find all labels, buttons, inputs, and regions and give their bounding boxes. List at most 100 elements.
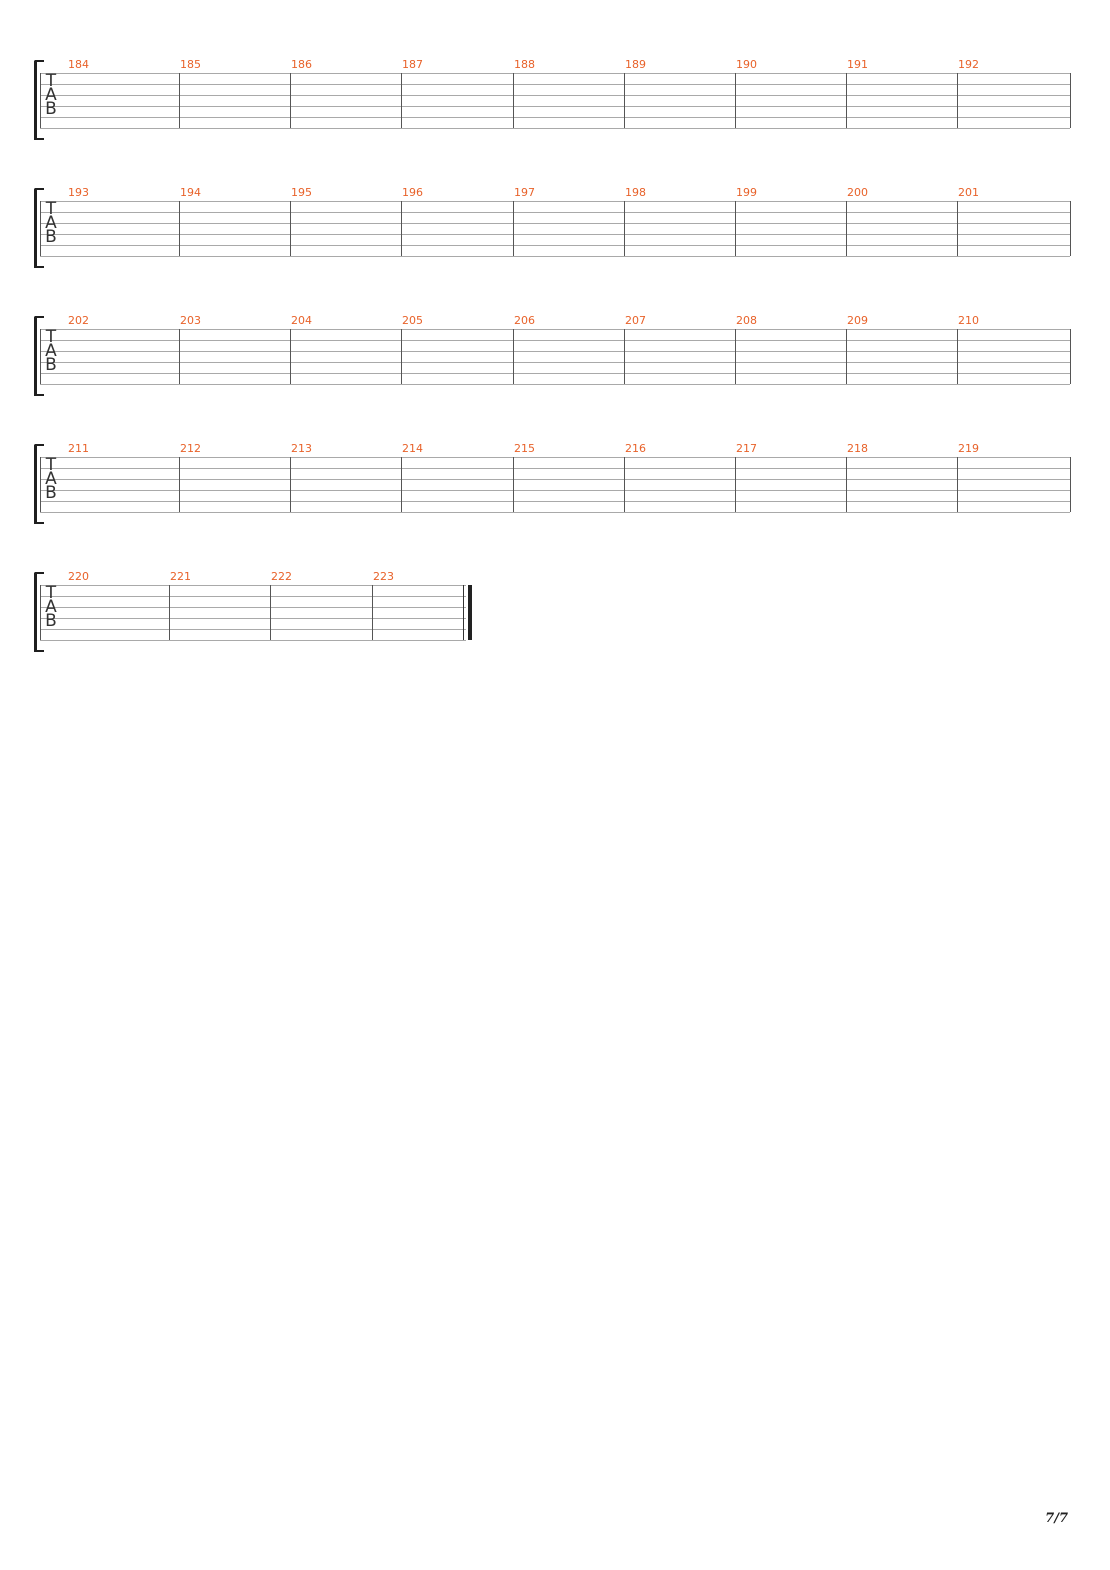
barline — [270, 585, 271, 640]
staff-string-line — [40, 234, 1070, 235]
staff-string-line — [40, 362, 1070, 363]
measure-number: 196 — [402, 186, 423, 199]
measure-number: 217 — [736, 442, 757, 455]
barline — [290, 73, 291, 128]
staff-string-line — [40, 95, 1070, 96]
barline — [179, 73, 180, 128]
staff-string-line — [40, 373, 1070, 374]
staff-string-line — [40, 501, 1070, 502]
tab-clef-letter: T — [45, 199, 57, 219]
staff-string-line — [40, 607, 466, 608]
barline — [513, 73, 514, 128]
staff-string-line — [40, 128, 1070, 129]
final-barline-thick — [468, 585, 472, 640]
barline — [846, 201, 847, 256]
measure-number: 215 — [514, 442, 535, 455]
barline — [846, 73, 847, 128]
barline — [40, 201, 41, 256]
measure-number: 219 — [958, 442, 979, 455]
measure-number: 184 — [68, 58, 89, 71]
barline — [290, 329, 291, 384]
measure-number: 192 — [958, 58, 979, 71]
staff-string-line — [40, 223, 1070, 224]
measure-number: 210 — [958, 314, 979, 327]
measure-number: 202 — [68, 314, 89, 327]
barline — [957, 457, 958, 512]
staff-string-line — [40, 212, 1070, 213]
barline — [513, 457, 514, 512]
barline — [372, 585, 373, 640]
measure-number: 207 — [625, 314, 646, 327]
barline — [624, 73, 625, 128]
measure-number: 194 — [180, 186, 201, 199]
measure-number: 208 — [736, 314, 757, 327]
staff-string-line — [40, 629, 466, 630]
staff-string-line — [40, 245, 1070, 246]
barline — [735, 201, 736, 256]
barline — [957, 201, 958, 256]
measure-number: 206 — [514, 314, 535, 327]
staff-string-line — [40, 329, 1070, 330]
barline — [957, 73, 958, 128]
system-bracket — [34, 60, 44, 140]
staff-string-line — [40, 512, 1070, 513]
barline — [401, 329, 402, 384]
measure-number: 201 — [958, 186, 979, 199]
staff-string-line — [40, 618, 466, 619]
tab-clef-letter: T — [45, 327, 57, 347]
measure-number: 197 — [514, 186, 535, 199]
tab-clef-letter: B — [45, 355, 57, 375]
tab-clef-letter: A — [45, 213, 57, 233]
tab-clef-letter: B — [45, 483, 57, 503]
staff-string-line — [40, 106, 1070, 107]
barline — [179, 329, 180, 384]
tab-clef-letter: T — [45, 71, 57, 91]
measure-number: 189 — [625, 58, 646, 71]
measure-number: 212 — [180, 442, 201, 455]
staff-string-line — [40, 201, 1070, 202]
barline — [846, 329, 847, 384]
tab-staff — [40, 73, 1071, 129]
system-bracket — [34, 188, 44, 268]
staff-string-line — [40, 340, 1070, 341]
measure-number: 211 — [68, 442, 89, 455]
staff-string-line — [40, 490, 1070, 491]
measure-number: 221 — [170, 570, 191, 583]
barline — [624, 201, 625, 256]
tab-clef-letter: A — [45, 597, 57, 617]
staff-string-line — [40, 73, 1070, 74]
measure-number: 222 — [271, 570, 292, 583]
barline — [1070, 201, 1071, 256]
measure-number: 218 — [847, 442, 868, 455]
final-barline-thin — [463, 585, 464, 640]
measure-number: 214 — [402, 442, 423, 455]
barline — [735, 329, 736, 384]
barline — [401, 73, 402, 128]
measure-number: 195 — [291, 186, 312, 199]
staff-string-line — [40, 117, 1070, 118]
measure-number: 203 — [180, 314, 201, 327]
tab-staff — [40, 457, 1071, 513]
system-bracket — [34, 316, 44, 396]
barline — [179, 201, 180, 256]
barline — [624, 329, 625, 384]
tab-clef-letter: T — [45, 583, 57, 603]
measure-number: 216 — [625, 442, 646, 455]
measure-number: 190 — [736, 58, 757, 71]
measure-number: 188 — [514, 58, 535, 71]
measure-number: 205 — [402, 314, 423, 327]
staff-string-line — [40, 351, 1070, 352]
barline — [40, 73, 41, 128]
tab-clef-letter: A — [45, 341, 57, 361]
page-number: 7/7 — [1045, 1511, 1068, 1526]
barline — [179, 457, 180, 512]
tab-clef-letter: T — [45, 455, 57, 475]
tab-clef-letter: B — [45, 611, 57, 631]
measure-number: 209 — [847, 314, 868, 327]
